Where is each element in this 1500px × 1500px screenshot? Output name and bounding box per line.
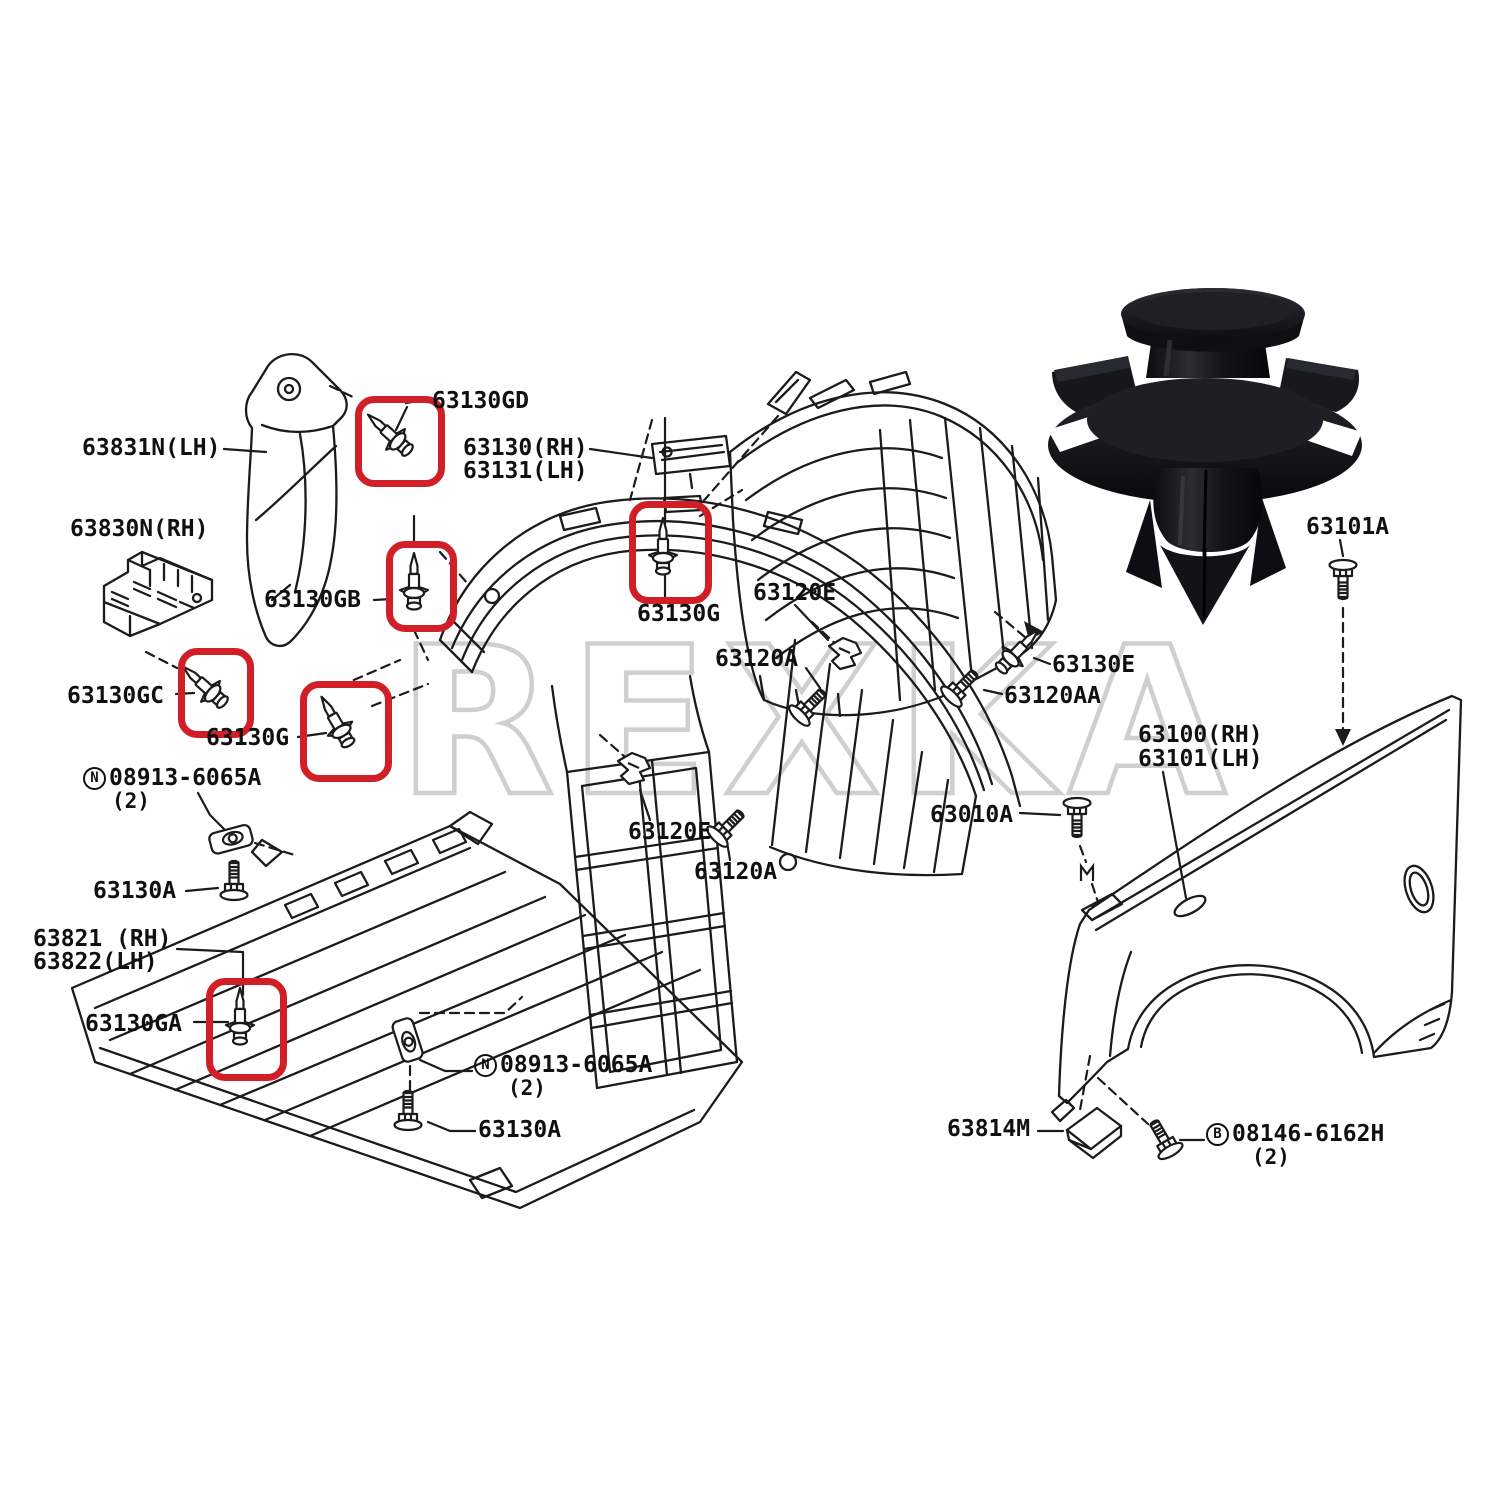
part-label-63130RH: 63130(RH) bbox=[463, 435, 588, 461]
part-label-63821: 63821 (RH) bbox=[33, 926, 172, 952]
highlight-box-63130GC bbox=[178, 648, 254, 738]
part-label-63814M: 63814M bbox=[947, 1116, 1031, 1142]
part-label-63131LH: 63131(LH) bbox=[463, 458, 588, 484]
part-drawing-63130-liner bbox=[650, 370, 1058, 718]
part-label-63130GC: 63130GC bbox=[67, 683, 164, 709]
bolt-08146-icon bbox=[1140, 1113, 1186, 1164]
part-number: 08913-6065A bbox=[109, 765, 262, 791]
part-label-63130A-1: 63130A bbox=[93, 878, 177, 904]
circled-B-icon: B bbox=[1206, 1122, 1229, 1146]
hardware-glyphs bbox=[172, 403, 1358, 1164]
part-label-63120E-1: 63120E bbox=[753, 580, 837, 606]
part-label-63130G-left: 63130G bbox=[206, 725, 290, 751]
part-label-63101A: 63101A bbox=[1306, 514, 1390, 540]
circled-N-icon: N bbox=[83, 766, 106, 790]
part-label-63120A-2: 63120A bbox=[694, 859, 778, 885]
part-number: 08913-6065A bbox=[500, 1052, 653, 1078]
part-drawing-63814M-block bbox=[1065, 1106, 1123, 1160]
part-label-63130E: 63130E bbox=[1052, 652, 1136, 678]
part-label-63120A-1: 63120A bbox=[715, 646, 799, 672]
quantity: (2) bbox=[112, 789, 150, 814]
highlight-box-63130G-left bbox=[300, 681, 392, 782]
nut-08913-2-icon bbox=[389, 1015, 426, 1065]
part-label-63120E-2: 63120E bbox=[628, 819, 712, 845]
part-label-63130GA: 63130GA bbox=[85, 1011, 182, 1037]
highlight-box-63130G-upper bbox=[629, 501, 712, 604]
quantity: (2) bbox=[508, 1076, 546, 1101]
part-drawing-63830N-bracket bbox=[102, 550, 214, 638]
part-label-63822: 63822(LH) bbox=[33, 949, 158, 975]
push-clip-photo bbox=[1048, 288, 1362, 625]
part-drawing-63831N-shield bbox=[244, 353, 348, 648]
part-label-63100RH: 63100(RH) bbox=[1138, 722, 1263, 748]
part-label-63120AA: 63120AA bbox=[1004, 683, 1101, 709]
highlight-box-63130GA bbox=[206, 978, 287, 1081]
part-label-63130GB: 63130GB bbox=[264, 587, 361, 613]
m-clip-63010A-icon bbox=[1079, 862, 1095, 881]
part-label-63831N: 63831N(LH) bbox=[82, 435, 221, 461]
highlight-box-63130GD bbox=[355, 396, 445, 487]
quantity: (2) bbox=[1252, 1145, 1290, 1170]
part-label-63130G-upper: 63130G bbox=[637, 601, 721, 627]
part-drawing-63100-fender bbox=[1050, 694, 1463, 1123]
part-label-63130GD: 63130GD bbox=[432, 388, 529, 414]
part-label-63830N: 63830N(RH) bbox=[70, 516, 209, 542]
circled-N-icon: N bbox=[474, 1053, 497, 1077]
bolt-63130A-2-icon bbox=[393, 1089, 423, 1132]
part-number: 08146-6162H bbox=[1232, 1121, 1385, 1147]
part-label-63130A-2: 63130A bbox=[478, 1117, 562, 1143]
part-drawing-63821-protector bbox=[70, 494, 1022, 1210]
part-label-63010A: 63010A bbox=[930, 802, 1014, 828]
nut-08913-1-icon bbox=[206, 822, 256, 856]
bolt-63101A-icon bbox=[1328, 558, 1358, 601]
part-label-63101LH: 63101(LH) bbox=[1138, 746, 1263, 772]
watermark-text: REXKA bbox=[397, 604, 1240, 842]
bolt-63130A-1-icon bbox=[219, 859, 249, 902]
highlight-box-63130GB bbox=[386, 541, 457, 632]
